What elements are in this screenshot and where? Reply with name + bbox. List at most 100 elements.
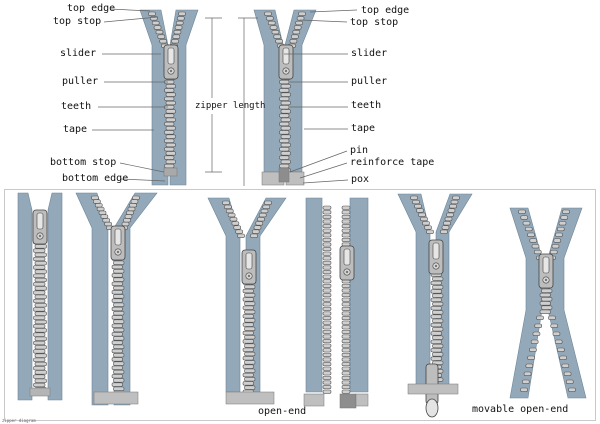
tooth xyxy=(279,163,290,169)
tape xyxy=(47,192,63,401)
tooth xyxy=(279,138,290,143)
tooth xyxy=(341,306,351,311)
tooth xyxy=(34,378,47,383)
tooth xyxy=(432,310,444,315)
tooth xyxy=(165,92,176,97)
tooth xyxy=(244,309,256,315)
tooth xyxy=(111,374,123,379)
tooth xyxy=(443,221,451,226)
tooth xyxy=(430,322,442,328)
tooth xyxy=(33,256,46,262)
tooth xyxy=(520,215,529,220)
tooth xyxy=(522,221,531,226)
tooth xyxy=(322,270,332,275)
leader-line xyxy=(120,178,166,182)
leader-line xyxy=(119,162,165,173)
puller-tab xyxy=(343,248,351,266)
tooth xyxy=(432,352,444,357)
tooth xyxy=(111,298,123,303)
tooth xyxy=(424,225,432,230)
tooth xyxy=(565,379,574,384)
tape xyxy=(17,192,33,401)
tooth xyxy=(322,251,332,256)
tooth xyxy=(244,351,256,357)
tooth xyxy=(244,293,256,298)
tooth xyxy=(34,370,47,375)
tooth xyxy=(562,209,570,214)
tooth xyxy=(174,25,183,30)
reinforce-tape xyxy=(93,391,139,405)
pin-box xyxy=(278,167,290,183)
tooth xyxy=(242,347,254,352)
tooth xyxy=(322,260,332,265)
tooth xyxy=(322,375,332,380)
tooth xyxy=(447,208,456,213)
tooth xyxy=(539,301,551,306)
tooth xyxy=(165,142,176,148)
tooth xyxy=(165,159,176,164)
tooth xyxy=(420,216,428,222)
tooth xyxy=(532,331,541,336)
tooth xyxy=(341,210,351,215)
tooth xyxy=(242,381,254,386)
tooth xyxy=(341,385,351,390)
tooth xyxy=(165,126,176,131)
tooth xyxy=(280,100,291,106)
tooth xyxy=(568,387,576,392)
tooth xyxy=(322,214,332,219)
tooth xyxy=(227,213,236,218)
tooth xyxy=(264,11,272,16)
tooth xyxy=(279,113,290,118)
tooth xyxy=(341,357,351,362)
tooth xyxy=(148,11,156,16)
tooth xyxy=(164,113,175,118)
tooth xyxy=(111,365,123,370)
tooth xyxy=(341,375,351,380)
tooth xyxy=(289,39,298,44)
label-puller-right: puller xyxy=(351,76,388,87)
reinforce-tape xyxy=(225,391,275,405)
tooth xyxy=(33,349,46,354)
tooth xyxy=(242,322,254,327)
tooth xyxy=(164,155,175,160)
label-puller-left: puller xyxy=(62,76,99,87)
tooth xyxy=(267,20,276,26)
tooth xyxy=(432,327,444,332)
tooth xyxy=(165,109,176,114)
tooth xyxy=(341,233,351,238)
tooth xyxy=(280,84,291,89)
tooth xyxy=(520,387,528,392)
tooth xyxy=(322,279,332,284)
right-tape xyxy=(284,9,317,173)
tooth xyxy=(541,297,553,302)
tooth xyxy=(33,248,46,253)
tooth xyxy=(242,297,254,302)
tooth xyxy=(113,327,125,333)
leader-line xyxy=(299,162,348,179)
tooth xyxy=(264,200,272,205)
tooth xyxy=(341,366,351,371)
tooth xyxy=(322,329,332,334)
tooth xyxy=(430,297,442,302)
puller-tab xyxy=(432,242,440,260)
variants-panel-frame xyxy=(4,189,596,421)
tooth xyxy=(33,340,46,346)
tooth xyxy=(341,302,351,307)
tape xyxy=(305,197,323,393)
tooth xyxy=(242,372,254,378)
zipper-variants-row xyxy=(17,192,587,418)
label-slider-left: slider xyxy=(60,48,97,59)
tooth xyxy=(430,339,442,344)
tooth xyxy=(341,343,351,348)
tooth xyxy=(33,324,46,329)
tooth xyxy=(113,336,125,341)
reinforce-tape xyxy=(355,393,369,407)
tooth xyxy=(113,285,125,291)
tooth xyxy=(322,371,332,376)
tooth xyxy=(280,92,291,97)
tooth xyxy=(322,366,332,371)
slider xyxy=(110,225,126,261)
tooth xyxy=(33,273,46,278)
tooth xyxy=(561,363,570,368)
slider-top-left xyxy=(163,44,179,80)
